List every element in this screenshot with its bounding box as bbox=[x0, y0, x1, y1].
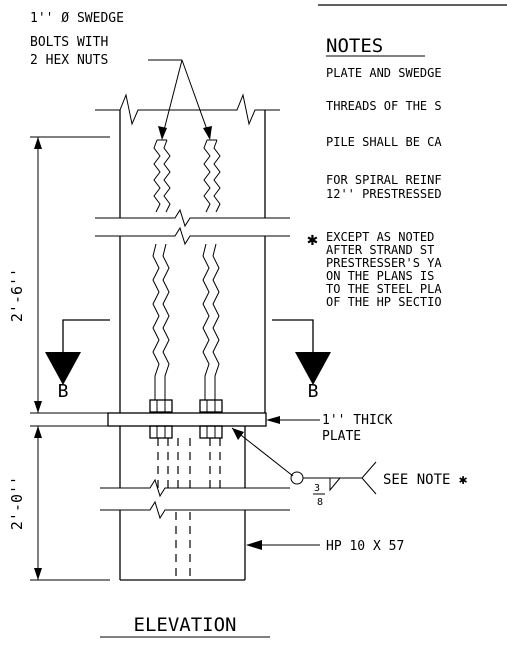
dimension-upper-label: 2'-6'' bbox=[8, 268, 26, 322]
swedge-bolt-right bbox=[202, 139, 221, 400]
note-line-5e: TO THE STEEL PLA bbox=[326, 282, 442, 296]
section-mark-right: B bbox=[308, 381, 319, 402]
section-mark-left: B bbox=[58, 381, 69, 402]
plate-callout-line2: PLATE bbox=[322, 429, 361, 444]
swedge-bolt-left bbox=[152, 139, 171, 400]
swedge-callout-line3: 2 HEX NUTS bbox=[30, 53, 108, 68]
section-cut-left bbox=[45, 319, 110, 385]
steel-plate bbox=[107, 412, 267, 427]
weld-size-denominator: 8 bbox=[317, 497, 323, 508]
weld-size-numerator: 3 bbox=[314, 483, 320, 494]
note-line-5a: EXCEPT AS NOTED bbox=[326, 230, 434, 244]
view-title: ELEVATION bbox=[134, 614, 237, 636]
swedge-callout-line2: BOLTS WITH bbox=[30, 35, 108, 50]
swedge-callout-line1: 1'' Ø SWEDGE bbox=[30, 11, 124, 26]
note-line-1: PLATE AND SWEDGE bbox=[326, 66, 442, 80]
see-note-callout: SEE NOTE ✱ bbox=[383, 472, 468, 488]
note-line-5b: AFTER STRAND ST bbox=[326, 243, 434, 257]
note-line-5d: ON THE PLANS IS bbox=[326, 269, 434, 283]
notes-heading: NOTES bbox=[326, 35, 383, 57]
section-cut-right bbox=[272, 319, 331, 385]
prestressed-pile-outline bbox=[95, 93, 290, 413]
note-line-4a: FOR SPIRAL REINF bbox=[326, 173, 442, 187]
plate-leader bbox=[266, 416, 320, 424]
note-line-5f: OF THE HP SECTIO bbox=[326, 295, 442, 309]
dimension-lower-label: 2'-0'' bbox=[8, 476, 26, 530]
hp-leader bbox=[246, 540, 320, 550]
hex-nuts-top bbox=[149, 399, 223, 413]
hex-nuts-bottom bbox=[149, 425, 223, 439]
weld-symbol bbox=[231, 427, 377, 495]
note-line-2: THREADS OF THE S bbox=[326, 99, 442, 113]
plate-callout-line1: 1'' THICK bbox=[322, 413, 393, 428]
note-line-3: PILE SHALL BE CA bbox=[326, 135, 442, 149]
dimension-lines bbox=[30, 136, 110, 581]
hp-section-outline bbox=[100, 426, 290, 581]
note-star-icon: ✱ bbox=[307, 229, 318, 250]
hp-section-callout: HP 10 X 57 bbox=[326, 539, 404, 554]
swedge-leader bbox=[148, 59, 212, 140]
note-line-5c: PRESTRESSER'S YA bbox=[326, 256, 442, 270]
note-line-4b: 12'' PRESTRESSED bbox=[326, 187, 442, 201]
